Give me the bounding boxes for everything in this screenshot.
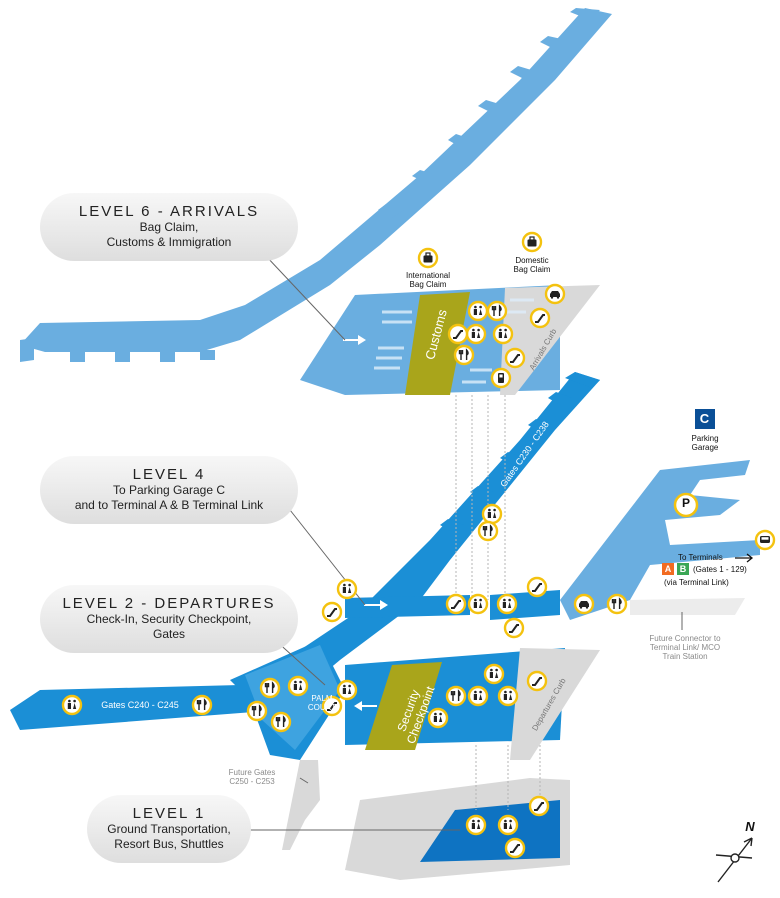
restroom-icon	[496, 593, 518, 615]
north-label: N	[745, 819, 755, 834]
parking-p-label: P	[681, 496, 690, 510]
north-arrow-icon	[715, 837, 753, 883]
restroom-icon	[467, 593, 489, 615]
food-icon	[259, 677, 281, 699]
level-4-callout: LEVEL 4 To Parking Garage C and to Termi…	[40, 456, 298, 524]
level-1-callout: LEVEL 1 Ground Transportation, Resort Bu…	[87, 795, 251, 863]
restroom-icon	[465, 814, 487, 836]
information-icon	[490, 367, 512, 389]
terminal-b-badge: B	[677, 563, 689, 575]
food-icon	[477, 520, 499, 542]
train-icon	[754, 529, 776, 551]
escalator-icon	[503, 617, 525, 639]
escalator-icon	[526, 576, 548, 598]
baggage-icon	[521, 231, 543, 253]
restroom-icon	[467, 300, 489, 322]
food-icon	[606, 593, 628, 615]
parking-garage-c-icon	[695, 409, 715, 429]
level-6-subtitle-1: Bag Claim,	[139, 220, 199, 234]
restroom-icon	[497, 685, 519, 707]
vertical-connectors	[455, 395, 541, 810]
level-4-subtitle-1: To Parking Garage C	[112, 483, 226, 497]
taxi-icon	[544, 283, 566, 305]
level-1-floorplan	[345, 778, 570, 880]
level-2-callout: LEVEL 2 - DEPARTURES Check-In, Security …	[40, 585, 298, 653]
escalator-icon	[445, 593, 467, 615]
restroom-icon	[427, 707, 449, 729]
escalator-icon	[529, 307, 551, 329]
food-icon	[246, 700, 268, 722]
level-4-title: LEVEL 4	[132, 466, 206, 483]
baggage-icon	[417, 247, 439, 269]
escalator-icon	[321, 601, 343, 623]
level-1-title: LEVEL 1	[132, 805, 206, 822]
level-2-title: LEVEL 2 - DEPARTURES	[62, 595, 276, 612]
level-6-callout: LEVEL 6 - ARRIVALS Bag Claim, Customs & …	[40, 193, 298, 261]
level-1-subtitle-1: Ground Transportation,	[107, 822, 231, 836]
level-1-subtitle-2: Resort Bus, Shuttles	[114, 837, 224, 851]
escalator-icon	[447, 323, 469, 345]
level-2-4-floorplan	[10, 372, 760, 850]
restroom-icon	[497, 814, 519, 836]
level-2-subtitle-2: Gates	[152, 627, 185, 641]
level-4-subtitle-2: and to Terminal A & B Terminal Link	[74, 498, 264, 512]
taxi-icon	[573, 593, 595, 615]
food-icon	[486, 300, 508, 322]
parking-icon	[673, 492, 699, 518]
right-arrow-icon	[735, 553, 754, 563]
parking-garage-c-letter: C	[699, 411, 710, 426]
level-2-subtitle-1: Check-In, Security Checkpoint,	[86, 612, 252, 626]
escalator-icon	[504, 347, 526, 369]
level-6-title: LEVEL 6 - ARRIVALS	[78, 203, 260, 220]
gates-c240-c245-label: Gates C240 - C245	[101, 700, 179, 710]
level-6-subtitle-2: Customs & Immigration	[106, 235, 232, 249]
food-icon	[445, 685, 467, 707]
escalator-icon	[528, 795, 550, 817]
via-terminal-link-label: (via Terminal Link)	[664, 578, 729, 587]
escalator-icon	[504, 837, 526, 859]
food-icon	[191, 694, 213, 716]
restroom-icon	[492, 323, 514, 345]
gates-1-129-label: (Gates 1 - 129)	[693, 565, 747, 574]
terminal-a-badge: A	[662, 563, 674, 575]
food-icon	[453, 344, 475, 366]
restroom-icon	[467, 685, 489, 707]
to-terminals-label: To Terminals	[678, 553, 723, 562]
restroom-icon	[481, 503, 503, 525]
restroom-icon	[465, 323, 487, 345]
restroom-icon	[287, 675, 309, 697]
escalator-icon	[526, 670, 548, 692]
restroom-icon	[336, 578, 358, 600]
restroom-icon	[61, 694, 83, 716]
food-icon	[270, 711, 292, 733]
family-restroom-icon	[483, 663, 505, 685]
